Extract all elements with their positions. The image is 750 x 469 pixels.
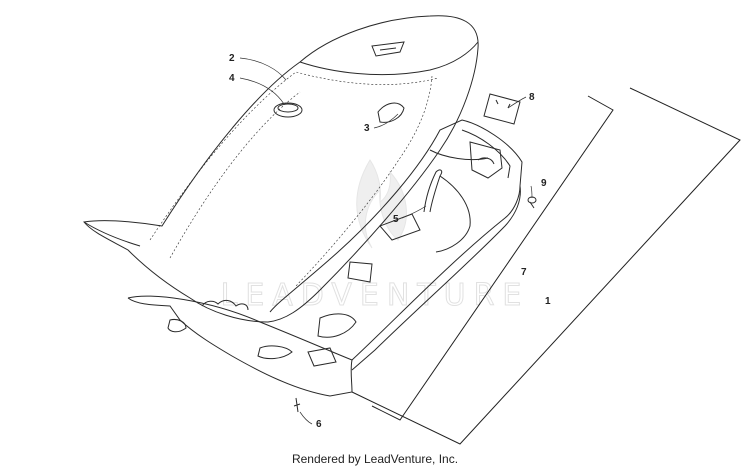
leadventure-watermark: LEADVENTURE — [220, 159, 530, 314]
callout-1: 1 — [545, 296, 551, 307]
seat-vent-cap — [273, 102, 303, 118]
clip — [293, 397, 301, 413]
callout-leaders — [239, 57, 533, 425]
callout-7: 7 — [521, 267, 527, 278]
callout-8: 8 — [529, 92, 535, 103]
bracket-item-1 — [351, 87, 741, 445]
callout-6: 6 — [316, 419, 322, 430]
bolt — [527, 196, 537, 209]
seat-cushion — [83, 15, 479, 323]
callout-5: 5 — [393, 214, 399, 225]
seat-strap-clip — [377, 102, 405, 123]
bracket-item-7 — [371, 95, 614, 421]
seat-base-pan — [127, 119, 523, 397]
mounting-bracket — [483, 93, 521, 125]
watermark-text: LEADVENTURE — [221, 278, 530, 313]
callout-3: 3 — [364, 123, 370, 134]
seat-latch-wire — [423, 169, 443, 213]
callout-2: 2 — [229, 53, 235, 64]
callout-9: 9 — [541, 178, 547, 189]
render-credit: Rendered by LeadVenture, Inc. — [291, 452, 459, 466]
callout-4: 4 — [229, 73, 235, 84]
